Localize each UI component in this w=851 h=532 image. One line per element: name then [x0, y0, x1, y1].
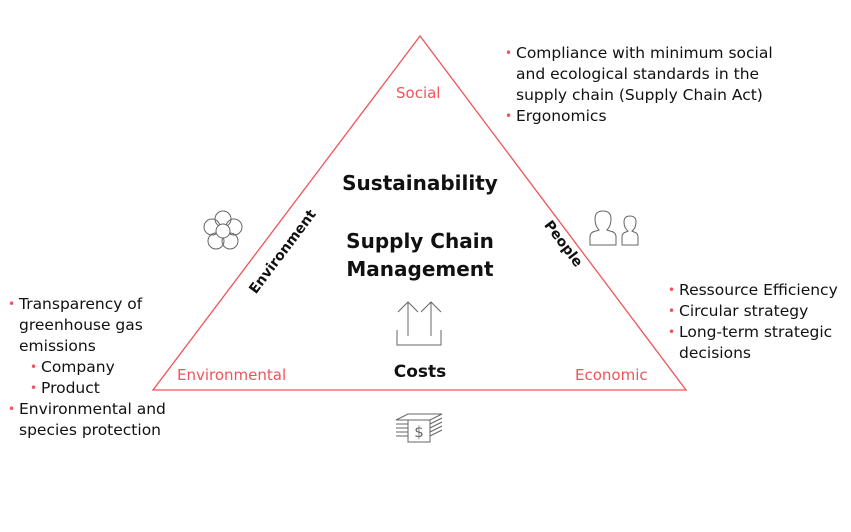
economic-list: Ressource Efficiency Circular strategy L…	[668, 280, 848, 364]
list-item: Compliance with minimum social and ecolo…	[505, 43, 795, 106]
label-costs: Costs	[393, 362, 447, 382]
corner-economic: Economic	[575, 366, 648, 384]
list-item: Circular strategy	[668, 301, 848, 322]
list-item: Transparency of greenhouse gas emissions	[8, 294, 178, 357]
list-item: Environmental and species protection	[8, 399, 178, 441]
social-list: Compliance with minimum social and ecolo…	[505, 43, 795, 127]
flower-icon	[203, 210, 243, 250]
list-subitem: Product	[8, 378, 178, 399]
arrows-up-icon	[396, 301, 442, 346]
list-item: Ressource Efficiency	[668, 280, 848, 301]
svg-text:$: $	[414, 423, 424, 441]
money-stack-icon: $	[395, 413, 443, 443]
environmental-list: Transparency of greenhouse gas emissions…	[8, 294, 178, 441]
corner-social: Social	[396, 84, 441, 102]
list-subitem: Company	[8, 357, 178, 378]
people-icon	[589, 210, 639, 246]
corner-environmental: Environmental	[177, 366, 287, 384]
list-item: Ergonomics	[505, 106, 795, 127]
title-sustainability: Sustainability	[342, 171, 498, 195]
title-scm: Supply Chain Management	[346, 229, 494, 281]
list-item: Long-term strategic decisions	[668, 322, 848, 364]
